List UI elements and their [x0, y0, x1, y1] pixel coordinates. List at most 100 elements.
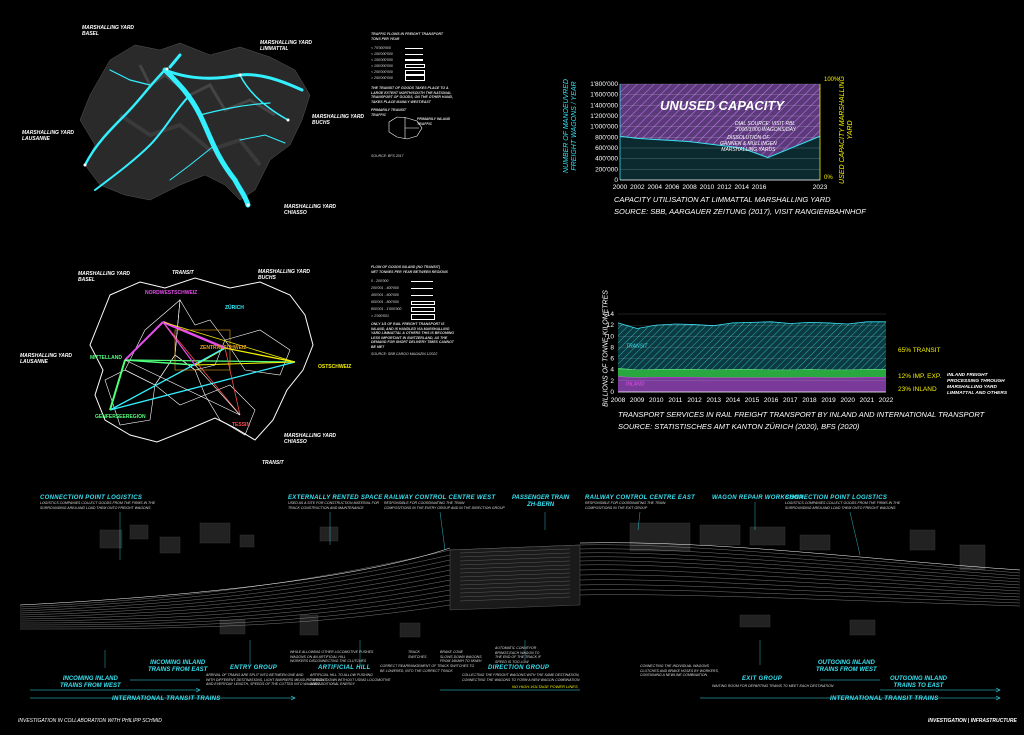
- x-tick-label: 2014: [735, 184, 750, 191]
- legend-item: > 1'000'001: [371, 314, 389, 319]
- outgoing-west-label: OUTGOING INLAND TRAINS FROM WEST: [816, 660, 877, 673]
- region-tessin: TESSIN: [232, 422, 251, 428]
- map1-source: SOURCE: BFS 2017: [371, 154, 404, 158]
- chart2-caption: TRANSPORT SERVICES IN RAIL FREIGHT TRANS…: [618, 410, 985, 419]
- legend-item: 200'001 - 400'000: [371, 286, 399, 291]
- map2-label-transit-bottom: TRANSIT: [262, 460, 284, 466]
- yard-label-external-space: EXTERNALLY RENTED SPACE USED AS A SITE F…: [288, 495, 383, 510]
- x-tick-label: 2020: [840, 397, 855, 404]
- incoming-west-label: INCOMING INLAND TRAINS FROM WEST: [60, 676, 121, 689]
- transit-trains-left: INTERNATIONAL TRANSIT TRAINS: [112, 696, 221, 702]
- y-tick-label: 1'000'000: [590, 124, 618, 131]
- x-tick-label: 2011: [668, 397, 682, 404]
- yard-label-control-west: RAILWAY CONTROL CENTRE WEST RESPONSIBLE …: [384, 495, 505, 510]
- yard-label-connection-east: CONNECTION POINT LOGISTICS LOGISTICS COM…: [785, 495, 900, 510]
- y-tick-label: 1'800'000: [590, 81, 618, 88]
- y-tick-label: 1'400'000: [590, 102, 618, 109]
- legend-item: < 150'000'000: [371, 63, 393, 68]
- chart2-side-note: INLAND FREIGHT PROCESSING THROUGH MARSHA…: [947, 373, 1008, 396]
- x-tick-label: 2010: [700, 184, 715, 191]
- map2-label-chiasso: MARSHALLING YARD CHIASSO: [284, 433, 337, 445]
- y-tick-label: 200'000: [595, 166, 618, 173]
- map1-legend: < 75'000'000 < 150'000'000 < 150'000'000…: [371, 45, 431, 81]
- map2-legend: 0 - 200'000 200'001 - 400'000 400'001 - …: [371, 278, 451, 320]
- transit-trains-right: INTERNATIONAL TRANSIT TRAINS: [830, 696, 939, 702]
- x-tick-label: 2014: [726, 397, 741, 404]
- unused-capacity-area: [620, 84, 820, 158]
- footer-right: INVESTIGATION | INFRASTRUCTURE: [928, 718, 1017, 724]
- y-tick-label: 800'000: [595, 134, 618, 141]
- y-tick-label: 0: [610, 389, 614, 396]
- x-tick-label: 2018: [802, 397, 817, 404]
- brake-cone-text: BRAKE CONE SLOWS DOWN WAGONS FROM 16KM/H…: [440, 650, 482, 663]
- y-tick-label: 6: [610, 356, 614, 363]
- track-switches-text: TRACK SWITCHES: [408, 650, 427, 659]
- region-zentralschweiz: ZENTRALSCHWEIZ: [200, 345, 247, 351]
- yard-label-text: LOGISTICS COMPANIES COLLECT GOODS FROM T…: [40, 501, 156, 510]
- artificial-hill-text: ARTIFICIAL HILL TO ALLOW PUSHING TO ROLL…: [310, 673, 391, 686]
- x-tick-label: 2008: [611, 397, 626, 404]
- yard-label-text: RESPONSIBLE FOR COORDINATING THE TRAIN C…: [585, 501, 666, 510]
- transit-band-line: [617, 321, 886, 329]
- map2-label-transit-top: TRANSIT: [172, 270, 194, 276]
- x-tick-label: 2004: [648, 184, 663, 191]
- limmattal-yard-plan: [20, 522, 1020, 638]
- y-tick-label: 14: [607, 311, 615, 318]
- yard-label-text: USED AS A SITE FOR CONSTRUCTION MATERIAL…: [288, 501, 380, 510]
- x-tick-label: 2015: [745, 397, 760, 404]
- yard-label-title: EXTERNALLY RENTED SPACE: [288, 495, 383, 501]
- yard-label-control-east: RAILWAY CONTROL CENTRE EAST RESPONSIBLE …: [585, 495, 695, 510]
- used-capacity-area: [620, 136, 820, 180]
- map1-label-chiasso: MARSHALLING YARD CHIASSO: [284, 204, 337, 216]
- map1-inset-title: PRIMARILY TRANSIT TRAFFIC: [371, 108, 407, 117]
- legend-item: < 250'000'000: [371, 69, 393, 74]
- map2-legend-title: FLOW OF GOODS INLAND (NO TRANSIT) NET TO…: [371, 265, 448, 274]
- y-tick-label: 8: [610, 344, 614, 351]
- region-genferseeregion: GENFERSEEREGION: [95, 414, 146, 420]
- x-tick-label: 2000: [613, 184, 628, 191]
- legend-item: 600'001 - 800'000: [371, 300, 399, 305]
- yard-label-connection-west: CONNECTION POINT LOGISTICS LOGISTICS COM…: [40, 495, 155, 510]
- yard-label-text: LOGISTICS COMPANIES COLLECT GOODS FROM T…: [785, 501, 901, 510]
- yard-label-title: RAILWAY CONTROL CENTRE EAST: [585, 495, 696, 501]
- legend-item: < 150'000'000: [371, 57, 393, 62]
- map1-label-limmattal: MARSHALLING YARD LIMMATTAL: [260, 40, 313, 52]
- region-mittelland: MITTELLAND: [90, 355, 122, 361]
- legend-item: 0 - 200'000: [371, 279, 389, 284]
- pct-transit: 65% TRANSIT: [898, 347, 941, 354]
- footer-left: INVESTIGATION IN COLLABORATION WITH PHIL…: [18, 718, 162, 724]
- map2-label-buchs: MARSHALLING YARD BUCHS: [258, 269, 311, 281]
- yard-label-title: RAILWAY CONTROL CENTRE WEST: [384, 495, 496, 501]
- y-tick-label: 12: [607, 322, 615, 329]
- map2-label-lausanne: MARSHALLING YARD LAUSANNE: [20, 353, 73, 365]
- transit-band: [618, 321, 886, 370]
- y-tick-label: 1'200'000: [590, 113, 618, 120]
- connecting-text: CONNECTING THE INDIVIDUAL WAGONS CLUTCHE…: [640, 664, 719, 677]
- map2-source: SOURCE: SBB CARGO MAGAZIN 1/2022: [371, 352, 438, 356]
- map2-label-basel: MARSHALLING YARD BASEL: [78, 271, 131, 283]
- map1-label-basel: MARSHALLING YARD BASEL: [82, 25, 135, 37]
- incoming-east-label: INCOMING INLAND TRAINS FROM EAST: [148, 660, 208, 673]
- x-tick-label: 2009: [630, 397, 645, 404]
- map1-label-buchs: MARSHALLING YARD BUCHS: [312, 114, 365, 126]
- x-tick-label: 2016: [764, 397, 779, 404]
- capacity-utilisation-chart: 1'800'0001'600'0001'400'0001'200'0001'00…: [590, 81, 827, 191]
- region-nordwestschweiz: NORDWESTSCHWEIZ: [145, 290, 198, 296]
- exit-group-text: WAITING ROOM FOR DEPARTING TRAINS TO MEE…: [712, 684, 834, 688]
- yard-label-text: RESPONSIBLE FOR COORDINATING THE TRAIN C…: [384, 501, 505, 510]
- y-tick-label: 600'000: [595, 145, 618, 152]
- entry-group-label: ENTRY GROUP: [230, 665, 278, 671]
- map1-note: THE TRANSIT OF GOODS TAKES PLACE TO A LA…: [371, 86, 453, 104]
- chart1-y2-top: 100%: [824, 77, 840, 83]
- chart1-y2-bottom: 0%: [824, 175, 833, 181]
- automatic-conveyor-text: AUTOMATIC CONVEYOR BRINGS EACH WAGON TO …: [495, 646, 542, 664]
- x-tick-label: 2012: [687, 397, 702, 404]
- series-label-transit: TRANSIT: [626, 343, 648, 349]
- y-tick-label: 2: [610, 378, 614, 385]
- chart1-annotation: DIAL SOURCE: VISIT RBL 2'000/3'000 WAGON…: [735, 121, 796, 133]
- y-tick-label: 10: [607, 333, 615, 340]
- x-tick-label: 2013: [706, 397, 721, 404]
- x-tick-label: 2017: [783, 397, 798, 404]
- legend-item: 800'001 - 1'000'000: [371, 307, 402, 312]
